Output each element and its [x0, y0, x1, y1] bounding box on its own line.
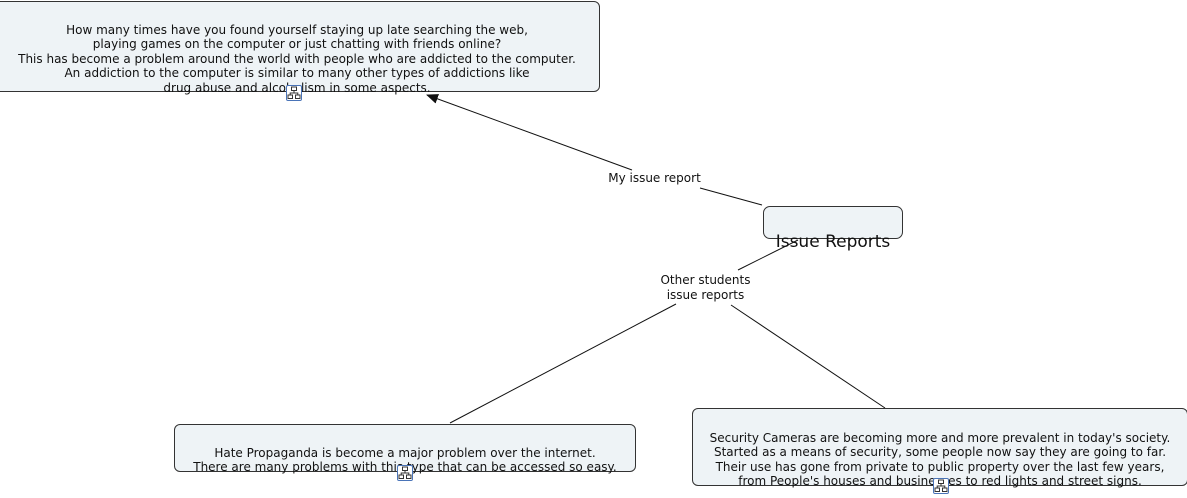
connector-center-to-label-others [737, 239, 799, 271]
concept-map-icon[interactable] [397, 465, 413, 481]
link-label-other-students: Other students issue reports [650, 273, 761, 302]
connector-center-to-label-mine [699, 187, 763, 206]
concept-map-icon[interactable] [933, 478, 949, 494]
node-text: How many times have you found yourself s… [18, 22, 576, 95]
link-label-my-issue-report: My issue report [602, 171, 707, 186]
arrow-to-top-node [426, 94, 633, 171]
concept-node-computer-addiction[interactable]: How many times have you found yourself s… [0, 1, 600, 95]
connector-to-cameras-node [730, 304, 886, 409]
node-title: Issue Reports [775, 232, 891, 252]
concept-node-security-cameras[interactable]: Security Cameras are becoming more and m… [692, 408, 1187, 489]
concept-node-hate-propaganda[interactable]: Hate Propaganda is become a major proble… [174, 424, 636, 475]
node-text: Security Cameras are becoming more and m… [709, 430, 1171, 489]
node-text: Hate Propaganda is become a major proble… [193, 445, 617, 475]
connector-to-hate-node [449, 303, 677, 424]
concept-map-icon[interactable] [286, 85, 302, 101]
concept-node-issue-reports[interactable]: Issue Reports [763, 206, 903, 252]
